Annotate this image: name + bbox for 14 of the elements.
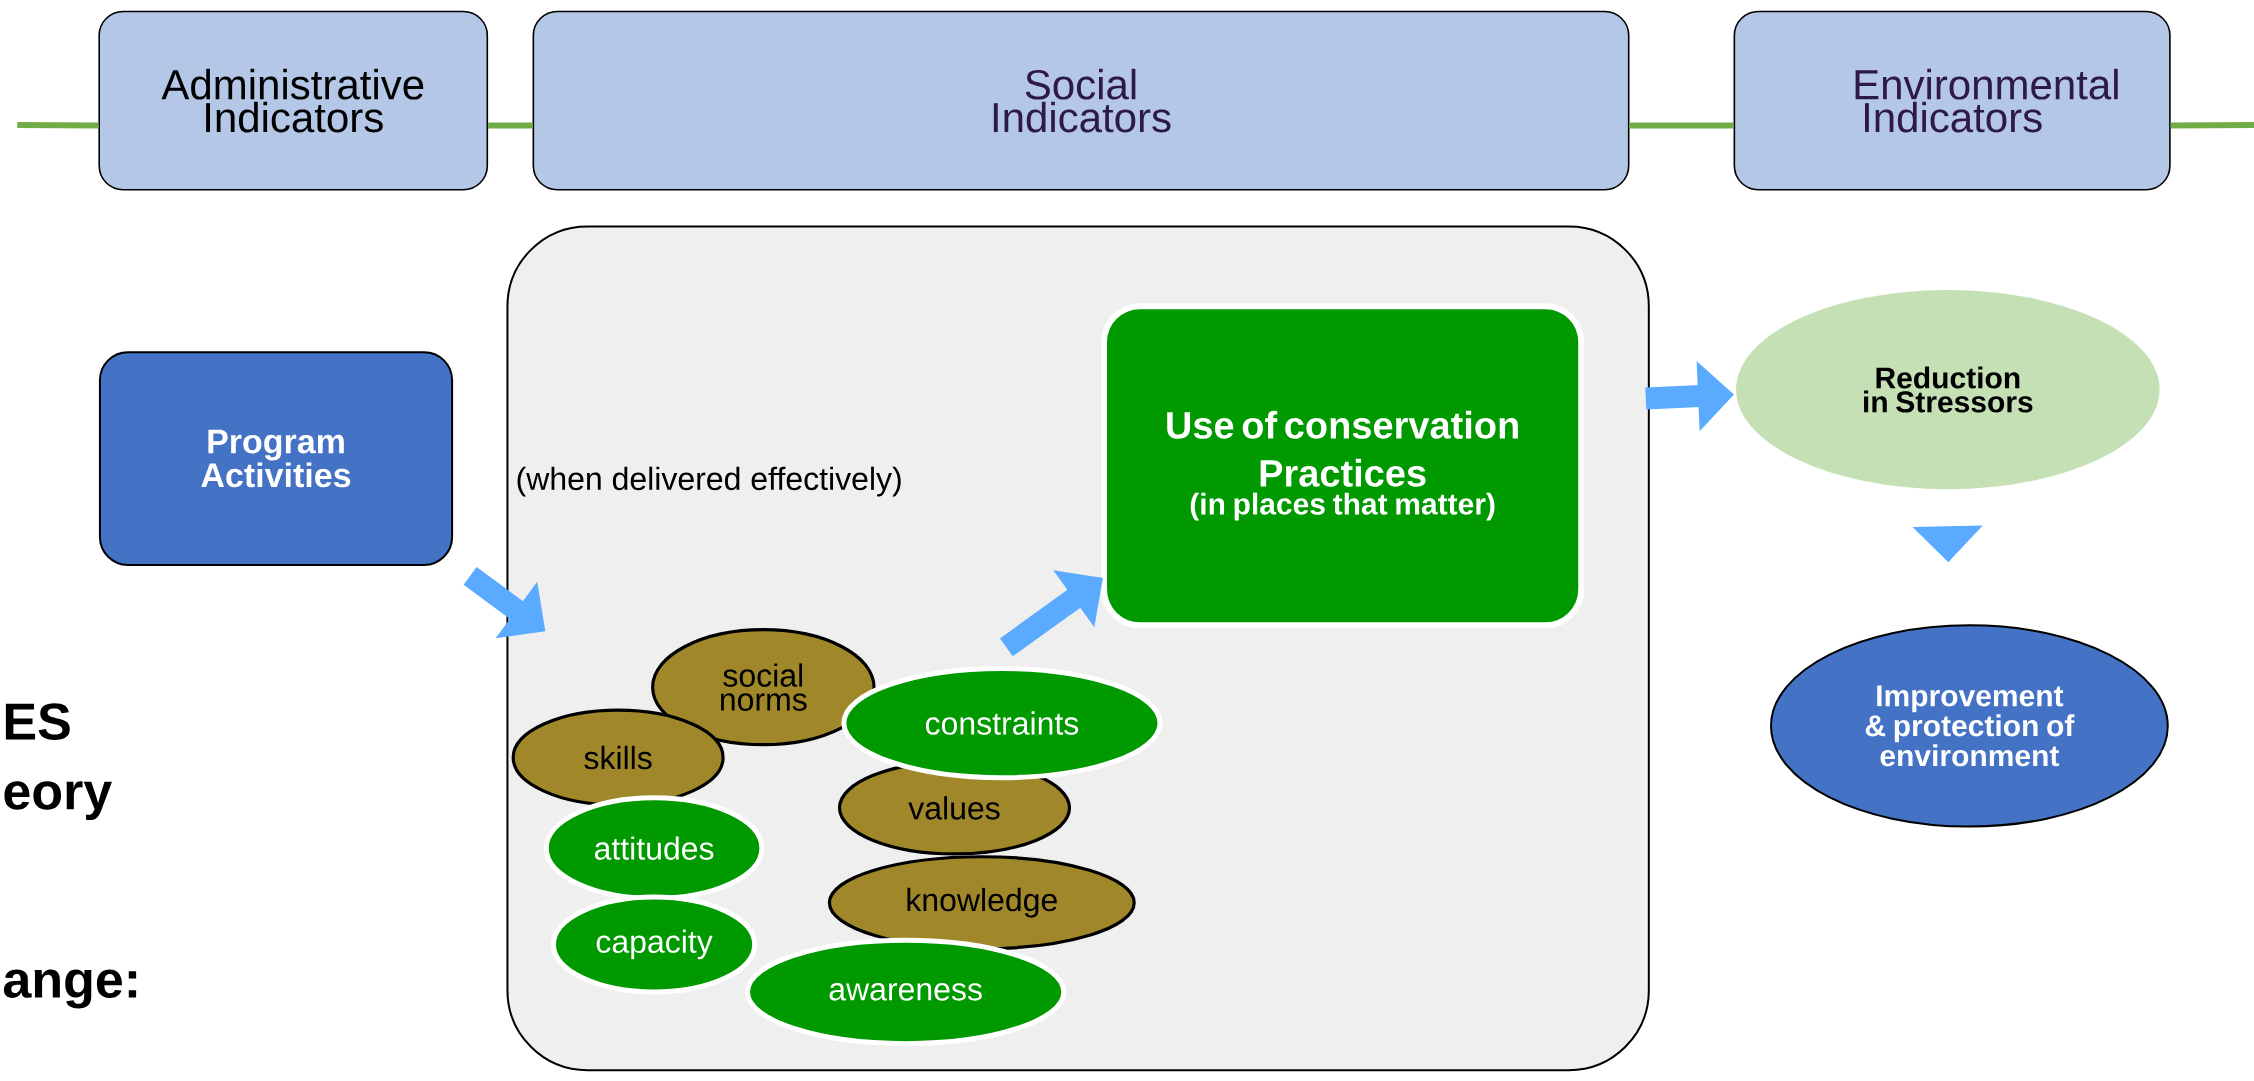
connector-line	[1629, 122, 1734, 129]
side-text: eory	[4, 781, 112, 821]
header-box: Administrative Indicators	[98, 10, 489, 191]
header-box: Environmental Indicators	[1733, 10, 2171, 191]
block-arrow	[999, 570, 1103, 657]
activity-box: Program Activities	[98, 351, 454, 566]
connector-line	[17, 122, 99, 129]
connector-line	[2170, 122, 2254, 129]
header-box: Social Indicators	[532, 10, 1630, 191]
side-text: ange:	[3, 969, 137, 1009]
caption-text: (when delivered effectively)	[517, 466, 901, 497]
connector-line	[488, 122, 533, 129]
practice-box: Use of conservation Practices (in places that matter)	[1101, 303, 1585, 629]
side-text: ES	[5, 703, 70, 740]
